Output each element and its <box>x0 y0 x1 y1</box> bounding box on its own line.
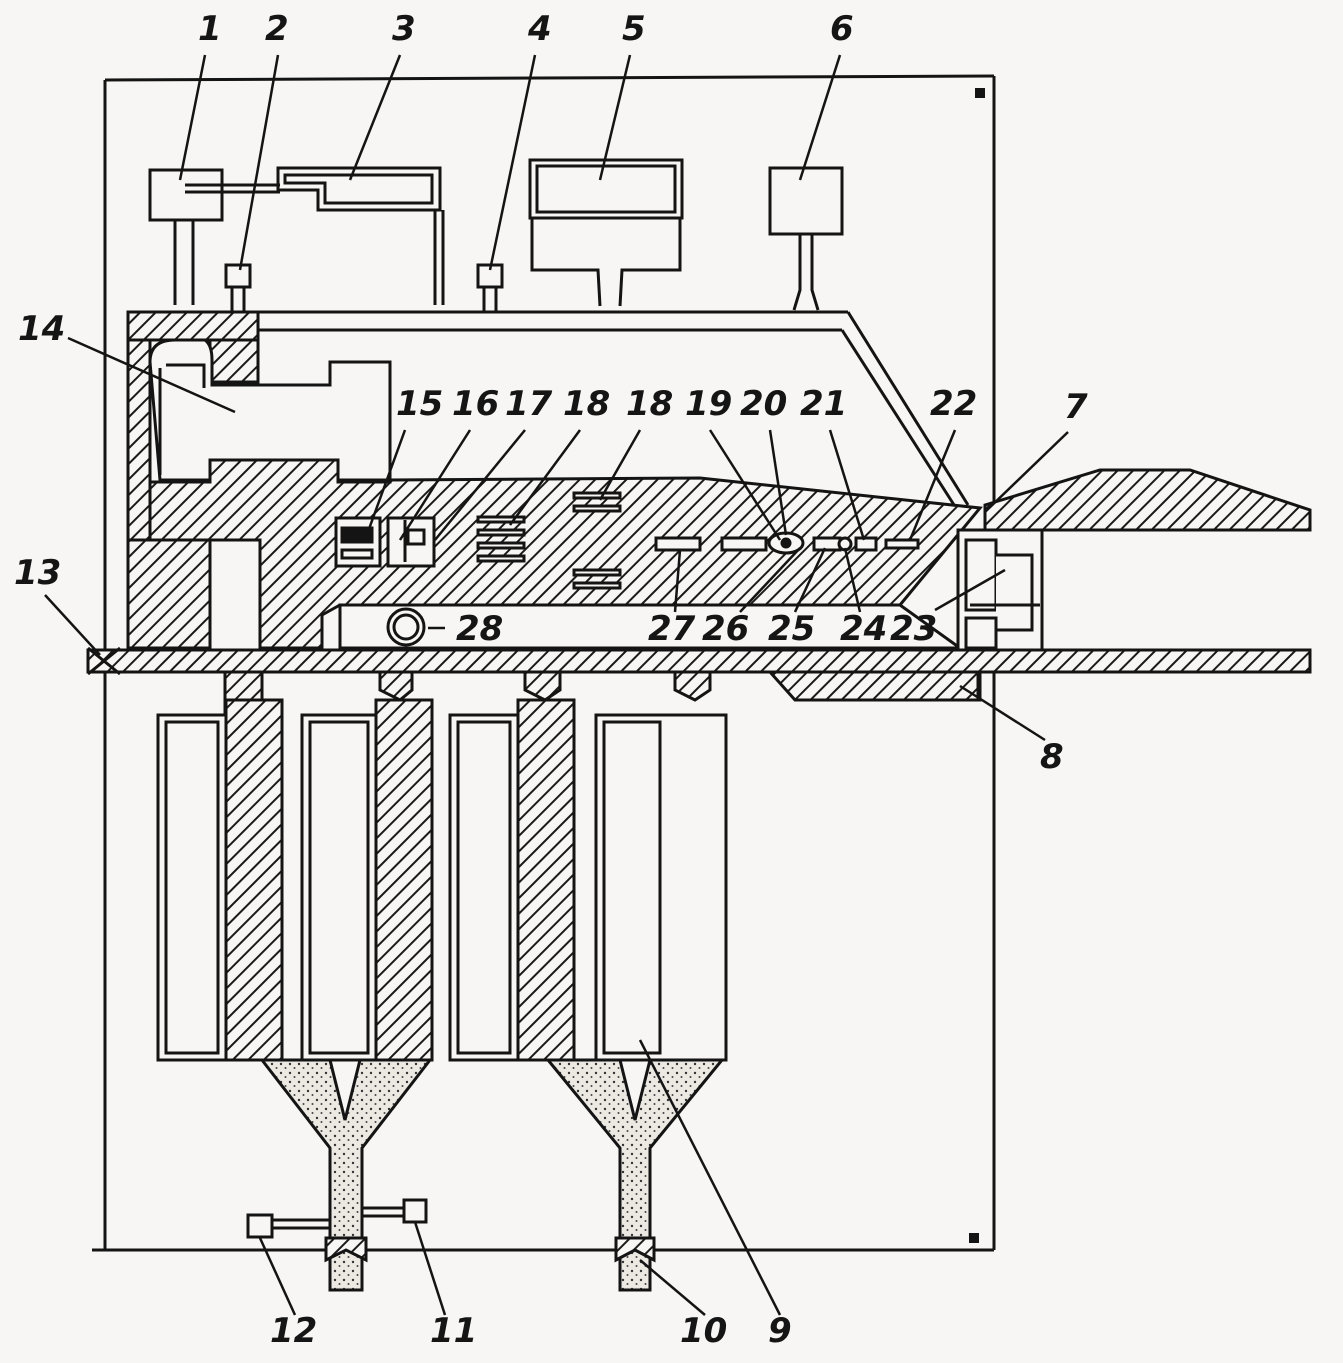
unit-3 <box>276 166 442 212</box>
label-11: 11 <box>430 1311 477 1351</box>
plates-18-top <box>572 491 622 513</box>
label-3: 3 <box>392 9 416 49</box>
plates-17 <box>476 515 526 563</box>
label-6: 6 <box>830 9 854 49</box>
devices-11-12 <box>246 1198 428 1239</box>
label-18b: 18 <box>626 384 673 424</box>
label-9: 9 <box>768 1311 792 1351</box>
unit-5 <box>528 158 684 220</box>
label-13: 13 <box>14 553 61 593</box>
label-18a: 18 <box>563 384 610 424</box>
leader-lines <box>44 54 1069 1316</box>
label-16: 16 <box>452 384 499 424</box>
element-22 <box>884 538 920 550</box>
label-7: 7 <box>1064 387 1088 427</box>
label-20: 20 <box>740 384 787 424</box>
label-14: 14 <box>18 309 65 349</box>
label-10: 10 <box>680 1311 727 1351</box>
label-28: 28 <box>456 609 503 649</box>
label-1: 1 <box>198 9 222 49</box>
tank-14 <box>148 338 392 482</box>
label-15: 15 <box>396 384 443 424</box>
label-22: 22 <box>930 384 977 424</box>
corner-mark-bottom <box>969 1233 979 1243</box>
label-25: 25 <box>768 609 815 649</box>
callout-labels: 1 2 3 4 5 6 7 8 9 10 11 12 13 14 15 16 1… <box>14 9 1088 1351</box>
label-8: 8 <box>1040 737 1064 777</box>
lower-cells <box>156 670 728 1062</box>
top-equipment <box>148 158 844 312</box>
flange-13 <box>87 646 121 676</box>
label-5: 5 <box>622 9 646 49</box>
element-27 <box>654 536 702 552</box>
label-27: 27 <box>648 609 696 649</box>
label-4: 4 <box>527 9 552 49</box>
plates-18-bottom <box>572 568 622 590</box>
label-17: 17 <box>505 384 553 424</box>
discharge-funnels <box>258 1058 726 1292</box>
valve-2 <box>224 263 252 289</box>
upper-bus <box>258 310 970 509</box>
unit-6 <box>768 166 844 236</box>
element-20 <box>780 537 792 549</box>
corner-mark-top <box>975 88 985 98</box>
element-21 <box>854 536 878 552</box>
label-19: 19 <box>685 384 732 424</box>
label-21: 21 <box>800 384 847 424</box>
label-12: 12 <box>270 1311 317 1351</box>
element-26 <box>720 536 768 552</box>
label-24: 24 <box>840 609 887 649</box>
main-body <box>86 310 1312 702</box>
label-26: 26 <box>702 609 749 649</box>
label-2: 2 <box>265 9 289 49</box>
unit-1 <box>148 168 224 222</box>
element-25 <box>812 536 842 552</box>
label-23: 23 <box>890 609 937 649</box>
